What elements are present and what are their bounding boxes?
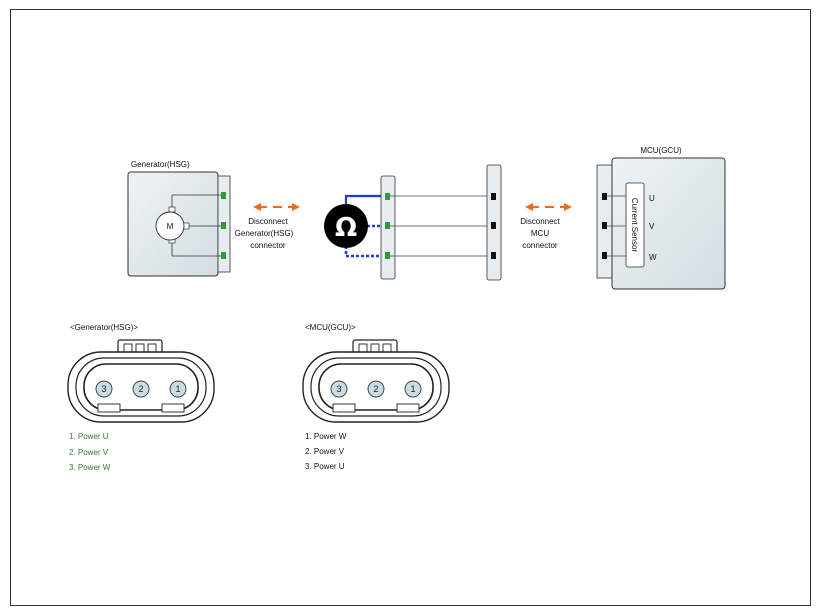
gen-legend-1: 1. Power U	[69, 432, 109, 441]
gen-legend-2: 2. Power V	[69, 448, 109, 457]
current-sensor-box	[625, 182, 645, 268]
harness-connector-right	[486, 164, 502, 281]
ohm-symbol: Ω	[335, 213, 357, 243]
mcu-phase-u: U	[649, 194, 655, 203]
mcu-title: MCU(GCU)	[640, 146, 682, 155]
generator-connector-title: <Generator(HSG)>	[70, 323, 138, 332]
gen-pin-2: 2	[138, 384, 143, 394]
motor-icon	[155, 211, 185, 241]
disconnect-mcu-line1: Disconnect	[520, 217, 560, 226]
harness-wires	[390, 195, 492, 257]
mcu-phase-v: V	[649, 222, 655, 231]
mcu-connector-title: <MCU(GCU)>	[305, 323, 356, 332]
disconnect-generator-line1: Disconnect	[248, 217, 288, 226]
mcu-pin-2: 2	[373, 384, 378, 394]
mcu-pin-3: 3	[336, 384, 341, 394]
disconnect-mcu-line3: connector	[522, 241, 557, 250]
generator-terminals	[221, 192, 226, 259]
mcu-connector-face	[302, 339, 450, 423]
gen-pin-3: 3	[101, 384, 106, 394]
gen-legend-3: 3. Power W	[69, 463, 111, 472]
current-sensor-label: Current Sensor	[630, 198, 639, 253]
mcu-box: Current Sensor	[596, 157, 726, 290]
generator-connector-face	[67, 339, 215, 423]
mcu-legend-2: 2. Power V	[305, 447, 345, 456]
disconnect-arrow-right	[525, 203, 572, 211]
disconnect-arrow-left	[253, 203, 300, 211]
disconnect-mcu-line2: MCU	[531, 229, 549, 238]
mcu-phase-w: W	[649, 253, 657, 262]
ohmmeter-icon: Ω	[324, 204, 368, 248]
motor-label: M	[167, 222, 174, 231]
gen-pin-1: 1	[175, 384, 180, 394]
harness-connector-left	[380, 175, 396, 280]
mcu-pin-1: 1	[410, 384, 415, 394]
generator-box: M	[127, 171, 231, 277]
generator-title: Generator(HSG)	[131, 160, 190, 169]
disconnect-generator-line3: connector	[250, 241, 285, 250]
mcu-legend-3: 3. Power U	[305, 462, 345, 471]
disconnect-generator-line2: Generator(HSG)	[235, 229, 294, 238]
diagram-frame	[10, 9, 811, 606]
mcu-legend-1: 1. Power W	[305, 432, 347, 441]
